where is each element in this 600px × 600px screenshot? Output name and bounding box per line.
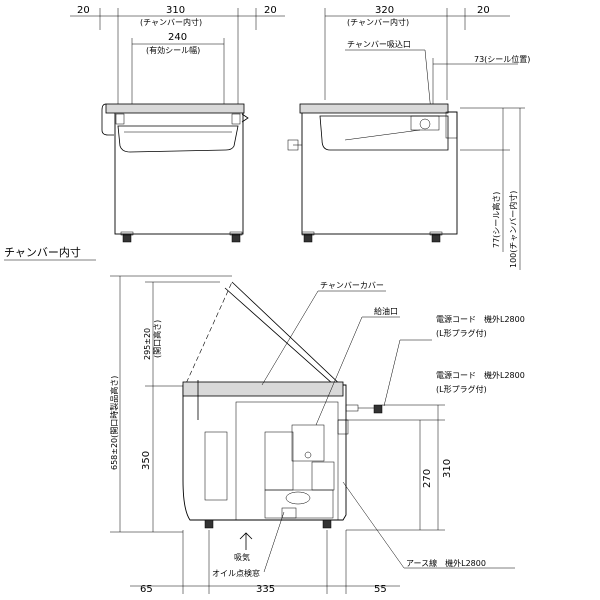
chamber-cover-label: チャンバーカバー: [320, 281, 384, 290]
exhaust-label: 吸気: [234, 552, 250, 562]
oil-inlet-label: 給油口: [374, 306, 398, 316]
power-cord-1: 電源コード 機外L2800: [436, 314, 525, 324]
side-dim-width: 320: [375, 5, 394, 16]
main-view: チャンバーカバー 給油口 電源コード 機外L2800 (L形プラグ付) 電源コー…: [109, 275, 525, 595]
chamber-intake-label: チャンバー吸込口: [347, 40, 411, 49]
dim-bottom-right: 55: [374, 584, 387, 595]
dim-body-height: 350: [141, 451, 152, 470]
section-title: チャンバー内寸: [4, 245, 81, 259]
dim-bottom-mid: 335: [256, 584, 275, 595]
earth-wire-label: アース線 機外L2800: [406, 558, 486, 568]
front-dim-width-label: (チャンバー内寸): [140, 17, 202, 27]
front-dim-seal-label: (有効シール幅): [146, 45, 200, 55]
side-dim-right-margin: 20: [477, 5, 490, 16]
side-view: 320 (チャンバー内寸) 20 チャンバー吸込口 73(シール位置) 77(シ…: [287, 5, 530, 270]
dim-lid-open-label: (開口高さ): [152, 320, 162, 358]
plug-2: (L形プラグ付): [436, 384, 487, 394]
dim-270: 270: [422, 469, 433, 488]
side-chamber-depth: 100(チャンバー内寸): [508, 191, 518, 268]
front-view: 20 310 (チャンバー内寸) 20 240 (有効シール幅): [70, 5, 285, 243]
dim-open-height: 658±20(開口時製品高さ): [109, 376, 119, 470]
dim-310: 310: [442, 459, 453, 478]
front-dim-left-margin: 20: [77, 5, 90, 16]
front-dim-width: 310: [166, 5, 185, 16]
dim-bottom-left: 65: [140, 584, 153, 595]
front-dim-right-margin: 20: [264, 5, 277, 16]
plug-1: (L形プラグ付): [436, 328, 487, 338]
front-dim-seal: 240: [168, 32, 187, 43]
power-cord-2: 電源コード 機外L2800: [436, 370, 525, 380]
side-seal-height: 77(シール高さ): [491, 192, 501, 248]
side-dim-width-label: (チャンバー内寸): [347, 17, 409, 27]
oil-window-label: オイル点検窓: [212, 568, 260, 578]
dim-lid-open: 295±20: [143, 328, 152, 360]
side-seal-position: 73(シール位置): [474, 54, 530, 64]
